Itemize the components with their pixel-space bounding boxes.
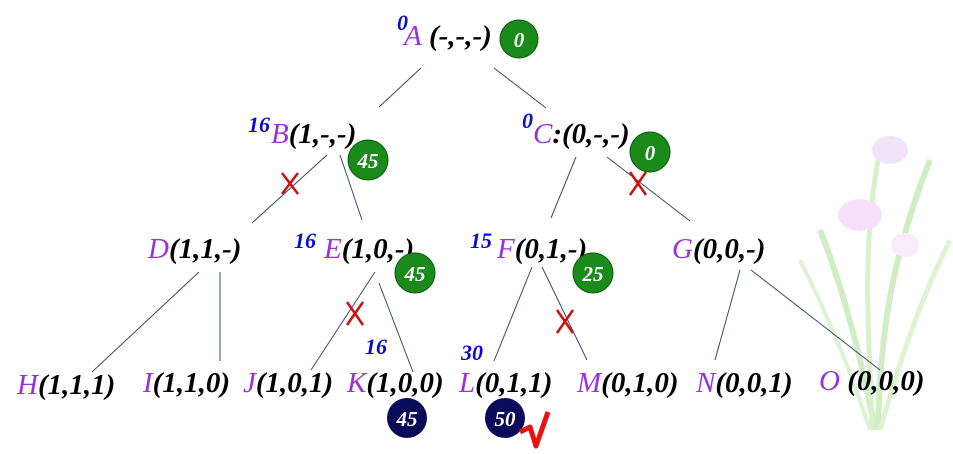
node-tuple: (0,0,-)	[693, 233, 765, 265]
node-letter: E	[323, 233, 342, 265]
node-tuple: (0,1,-)	[515, 233, 587, 265]
node-k: K(1,0,0)	[346, 367, 444, 399]
node-tuple: (0,1,0)	[601, 367, 678, 399]
edge-b-d	[251, 154, 328, 224]
node-i: I(1,1,0)	[142, 367, 230, 399]
node-f: F(0,1,-)	[496, 233, 587, 265]
node-n: N(0,0,1)	[695, 367, 793, 399]
bound-badge-c: 0	[629, 131, 671, 173]
node-letter: G	[672, 233, 693, 265]
node-letter: A	[402, 20, 422, 52]
node-j: J(1,0,1)	[243, 367, 333, 399]
node-letter: D	[147, 233, 169, 265]
edge-b-e	[339, 154, 363, 221]
node-letter: M	[576, 367, 603, 399]
node-o: O (0,0,0)	[819, 365, 925, 397]
weight-a: 0	[397, 10, 408, 35]
node-m: M(0,1,0)	[576, 367, 679, 399]
node-tuple: (1,1,-)	[169, 233, 241, 265]
node-tuple: (1,-,-)	[289, 118, 357, 150]
node-b: B(1,-,-)	[271, 118, 356, 150]
edge-g-o	[750, 269, 881, 371]
value-badge-l: 50	[485, 398, 525, 438]
edge-f-l	[493, 266, 533, 362]
bound-value: 45	[357, 149, 379, 173]
node-h: H(1,1,1)	[16, 369, 115, 401]
weight-l: 30	[460, 340, 483, 365]
node-letter: K	[346, 367, 368, 399]
bound-value: 45	[404, 262, 426, 286]
node-tuple: (-,-,-)	[422, 20, 492, 52]
bound-badge-f: 25	[572, 252, 614, 294]
prune-x-icon	[281, 172, 299, 195]
node-l: L(0,1,1)	[458, 367, 552, 399]
edge-e-j	[310, 271, 376, 371]
node-c: C:(0,-,-)	[533, 118, 630, 150]
edge-d-h	[91, 271, 200, 373]
weight-b: 16	[248, 112, 270, 137]
weight-e: 16	[294, 228, 316, 253]
leaf-value: 50	[495, 407, 517, 431]
node-tuple: (1,0,1)	[256, 367, 333, 399]
flower-decoration	[798, 136, 953, 431]
bound-badge-b: 45	[347, 139, 389, 181]
node-tuple: (1,0,0)	[366, 367, 443, 399]
node-tuple: (0,0,0)	[840, 365, 925, 397]
prune-x-icon	[628, 171, 648, 196]
bound-badge-e: 45	[394, 252, 436, 294]
node-tuple: (1,1,0)	[153, 367, 230, 399]
node-d: D(1,1,-)	[147, 233, 241, 265]
bound-value: 0	[514, 28, 525, 52]
edges	[91, 67, 881, 373]
value-badge-k: 45	[387, 398, 427, 438]
weight-f: 15	[470, 228, 492, 253]
node-tuple: (0,1,1)	[475, 367, 552, 399]
node-tuple: :(0,-,-)	[552, 118, 629, 150]
weight-k: 16	[365, 334, 387, 359]
edge-e-k	[378, 282, 414, 373]
node-letter: H	[16, 369, 40, 401]
prune-x-icon	[555, 309, 575, 334]
edge-a-b	[378, 67, 422, 108]
node-a: A (-,-,-)	[402, 20, 492, 52]
node-letter: I	[142, 367, 154, 399]
edge-f-m	[541, 266, 588, 361]
node-letter: J	[243, 367, 257, 399]
node-letter: C	[533, 118, 553, 150]
weight-c: 0	[522, 108, 533, 133]
node-tuple: (0,0,1)	[715, 367, 792, 399]
node-g: G(0,0,-)	[672, 233, 765, 265]
node-letter: O	[819, 365, 840, 397]
prune-x-icon	[345, 301, 365, 326]
node-letter: F	[496, 233, 515, 265]
node-letter: B	[271, 118, 289, 150]
leaf-value: 45	[396, 407, 418, 431]
edge-c-f	[550, 156, 577, 219]
checkmark-icon	[518, 411, 551, 449]
bound-value: 25	[582, 262, 604, 286]
edge-g-n	[714, 269, 741, 361]
edge-c-g	[606, 156, 691, 222]
node-tuple: (1,1,1)	[38, 369, 115, 401]
node-letter: L	[458, 367, 475, 399]
bound-value: 0	[645, 141, 656, 165]
edge-a-c	[493, 67, 547, 109]
node-letter: N	[695, 367, 717, 399]
bound-badge-a: 0	[499, 19, 539, 59]
prune-marks	[281, 171, 648, 334]
